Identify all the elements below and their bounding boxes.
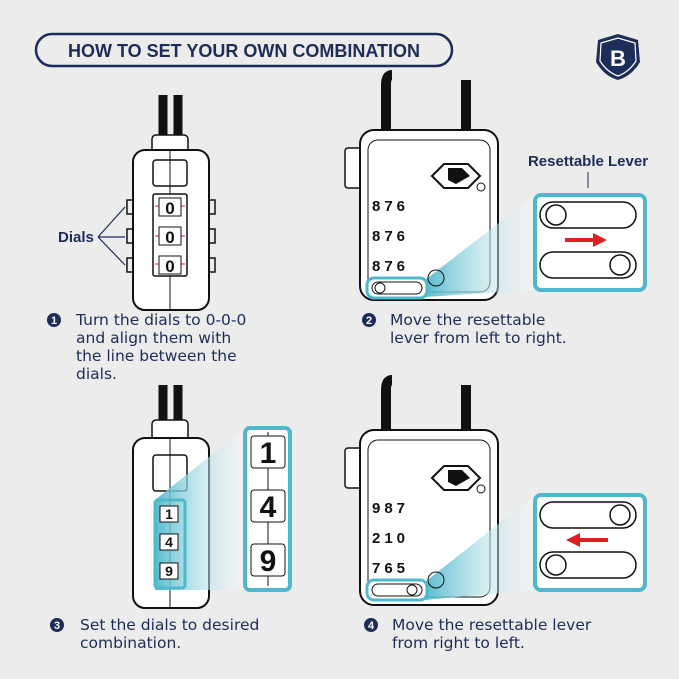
svg-text:2: 2 xyxy=(366,315,372,327)
step-number-badge xyxy=(362,313,376,327)
dial-digit: 1 xyxy=(165,506,173,522)
lock-front-view-2: 876 876 876 xyxy=(344,70,535,301)
dial-row: 876 xyxy=(372,198,409,215)
svg-text:Move the resettable lever: Move the resettable lever xyxy=(392,616,592,634)
svg-text:Move the resettable: Move the resettable xyxy=(390,311,545,329)
dial-row: 876 xyxy=(372,258,409,275)
dial-column: 0 0 0 xyxy=(158,197,182,276)
dial-digit: 4 xyxy=(165,534,173,550)
svg-text:dials.: dials. xyxy=(76,365,117,383)
svg-text:from right to left.: from right to left. xyxy=(392,634,525,652)
svg-text:the line between the: the line between the xyxy=(76,347,237,365)
lever-zoom-box-4 xyxy=(533,493,647,592)
svg-text:4: 4 xyxy=(368,620,375,632)
dial-zoom-box-3: 1 4 9 xyxy=(243,426,292,592)
arrow-right-icon xyxy=(593,233,607,247)
magnified-dial-digit: 9 xyxy=(260,545,277,578)
arrow-left-icon xyxy=(566,533,580,547)
dial-digit: 0 xyxy=(165,228,174,247)
step-number-badge xyxy=(50,618,64,632)
dial-row: 987 xyxy=(372,500,409,517)
dial-row: 876 xyxy=(372,228,409,245)
lock-front-view-4: 987 210 765 xyxy=(344,375,535,606)
svg-text:lever from left to right.: lever from left to right. xyxy=(390,329,567,347)
svg-text:1: 1 xyxy=(51,315,57,327)
dial-row: 765 xyxy=(372,560,409,577)
dial-row: 210 xyxy=(372,530,409,547)
step-3: 3 Set the dials to desired combination. xyxy=(50,616,259,652)
lock-side-view-1: 0 0 0 xyxy=(126,95,216,311)
step-1: 1 Turn the dials to 0-0-0 and align them… xyxy=(47,311,246,383)
svg-text:combination.: combination. xyxy=(80,634,181,652)
svg-text:Turn the dials to 0-0-0: Turn the dials to 0-0-0 xyxy=(75,311,246,329)
step-number-badge xyxy=(47,313,61,327)
svg-text:Set the dials to desired: Set the dials to desired xyxy=(80,616,259,634)
dials-callout: Dials xyxy=(58,206,126,266)
step-2: 2 Move the resettable lever from left to… xyxy=(362,311,567,347)
magnified-dial-digit: 4 xyxy=(260,491,277,524)
step-4: 4 Move the resettable lever from right t… xyxy=(364,616,592,652)
resettable-lever-label: Resettable Lever xyxy=(528,153,648,170)
brand-badge-icon: B xyxy=(596,34,640,80)
lock-side-view-3: 1 4 9 xyxy=(132,385,245,609)
magnified-dial-digit: 1 xyxy=(260,437,277,470)
dial-digit: 0 xyxy=(165,257,174,276)
page-title: HOW TO SET YOUR OWN COMBINATION xyxy=(68,41,420,61)
step-number-badge xyxy=(364,618,378,632)
dial-digit: 0 xyxy=(165,199,174,218)
svg-text:and align them with: and align them with xyxy=(76,329,231,347)
dial-rows: 876 876 876 xyxy=(372,198,409,275)
header-banner: HOW TO SET YOUR OWN COMBINATION xyxy=(34,32,454,68)
svg-text:B: B xyxy=(610,46,626,71)
svg-text:3: 3 xyxy=(54,620,60,632)
lever-zoom-box-2 xyxy=(533,193,647,292)
dials-label: Dials xyxy=(58,229,94,246)
dial-digit: 9 xyxy=(165,563,173,579)
